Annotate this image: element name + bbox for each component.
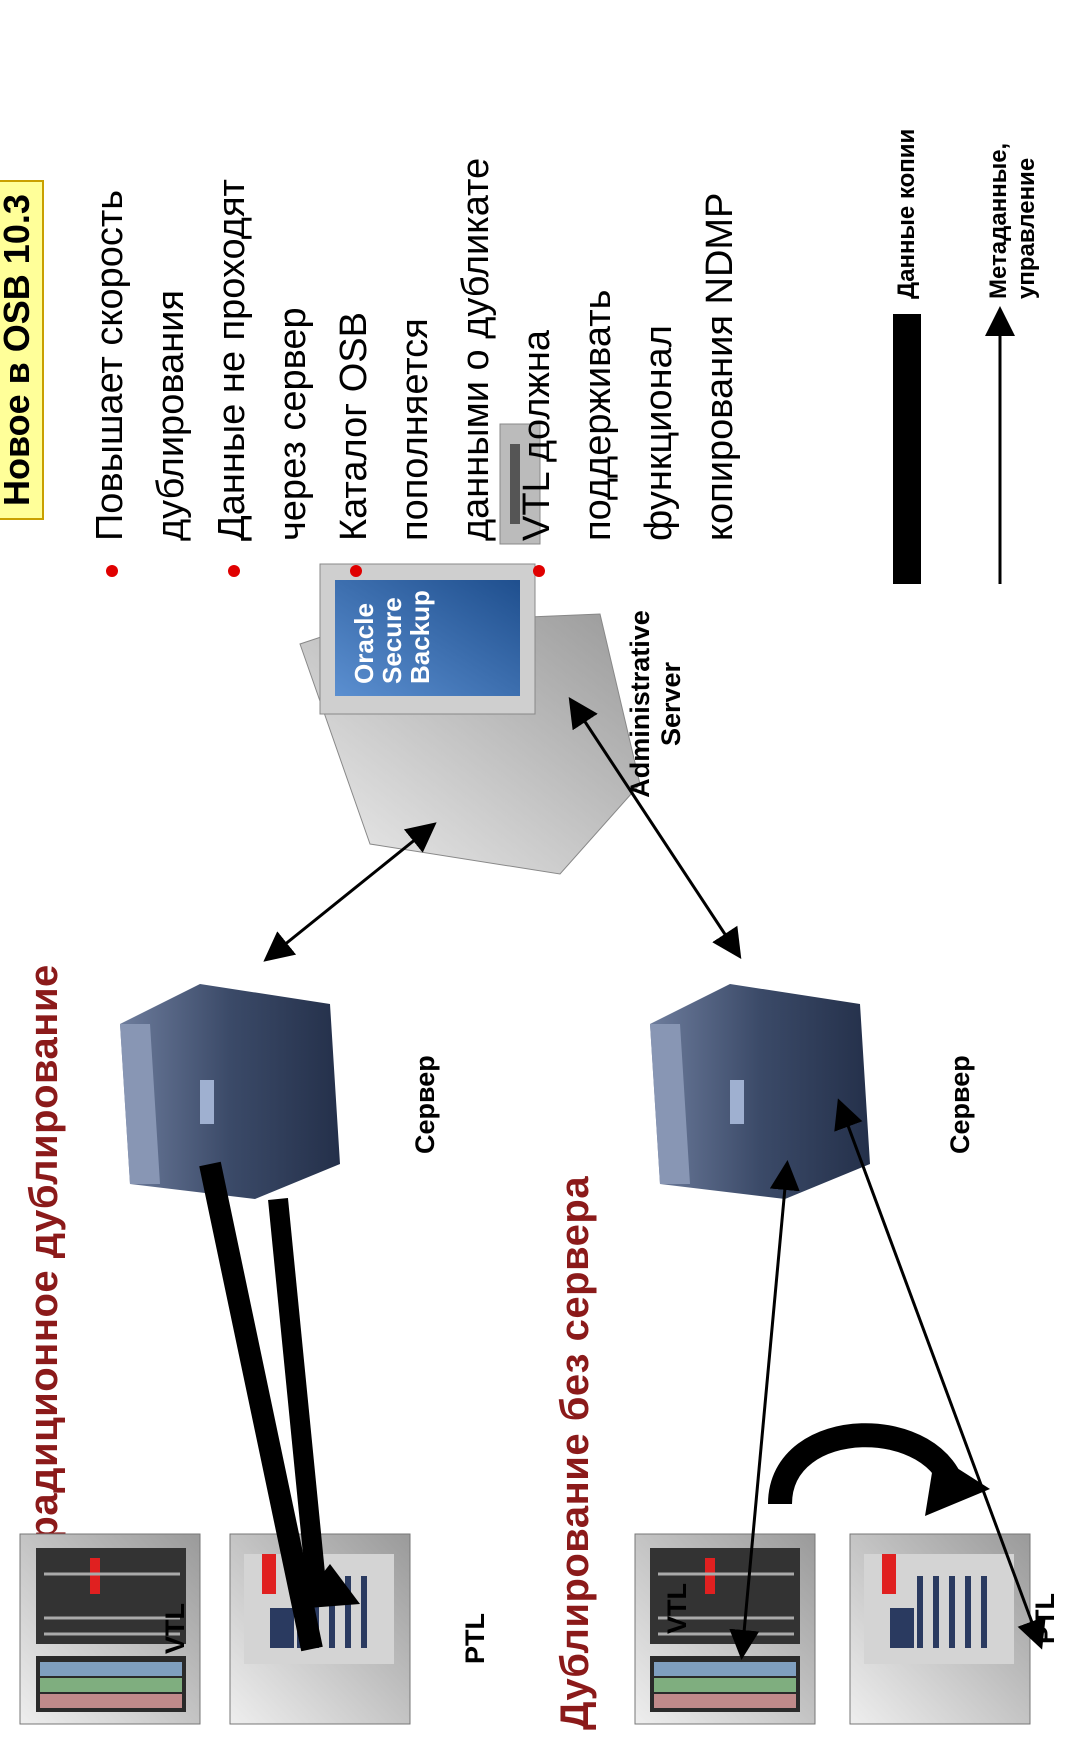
bullet-line: через сервер bbox=[272, 307, 314, 541]
ptl-label-bottom: PTL bbox=[1030, 1593, 1060, 1644]
admin-label-line-2: Server bbox=[656, 661, 686, 747]
legend-data-copy-label: Данные копии bbox=[893, 128, 920, 299]
legend-thick-line-icon bbox=[893, 314, 921, 584]
bullet-line: Повышает скорость bbox=[89, 189, 131, 541]
bullet-list: Повышает скорость дублирования Данные не… bbox=[80, 158, 751, 579]
bullet-line: данными о дубликате bbox=[455, 157, 497, 541]
data-copy-arrowhead bbox=[295, 1564, 360, 1609]
vtl-device-top bbox=[19, 1533, 201, 1725]
bullet-item: Повышает скорость дублирования bbox=[80, 158, 202, 579]
monitor-line-1: Oracle bbox=[349, 603, 379, 684]
bullet-item: Каталог OSB пополняется данными о дублик… bbox=[324, 158, 507, 579]
bullet-line: Данные не проходят bbox=[211, 179, 253, 541]
admin-server-device bbox=[299, 423, 641, 875]
admin-label-line-1: Administrative bbox=[625, 610, 655, 798]
monitor-line-2: Secure bbox=[377, 597, 407, 684]
legend-metadata-line-2: управление bbox=[1013, 157, 1040, 299]
legend-metadata-line-1: Метаданные, bbox=[985, 142, 1012, 299]
data-copy-line-vtl bbox=[199, 1161, 323, 1652]
ptl-device-bottom bbox=[849, 1533, 1031, 1725]
vtl-label-top: VTL bbox=[160, 1603, 190, 1654]
bullet-line: дублирования bbox=[150, 289, 192, 541]
data-copy-line-ptl bbox=[268, 1198, 327, 1595]
monitor-line-3: Backup bbox=[405, 590, 435, 684]
bullet-line: пополняется bbox=[394, 318, 436, 541]
bullet-item: Данные не проходят через сервер bbox=[202, 158, 324, 579]
admin-server-label: Administrative Server bbox=[625, 594, 687, 814]
bullet-line: VTL должна bbox=[516, 329, 558, 541]
server-label-bottom: Сервер bbox=[945, 1055, 975, 1154]
metadata-arrow-server-ptl bbox=[834, 1098, 1046, 1650]
ptl-label-top: PTL bbox=[460, 1613, 490, 1664]
server-label-top: Сервер bbox=[410, 1055, 440, 1154]
monitor-screen-text: Oracle Secure Backup bbox=[349, 584, 435, 684]
bullet-dot-icon bbox=[350, 565, 362, 577]
bullet-line: Каталог OSB bbox=[333, 312, 375, 541]
bullet-dot-icon bbox=[106, 565, 118, 577]
vtl-label-bottom: VTL bbox=[662, 1583, 692, 1634]
bullet-line: копирования NDMP bbox=[699, 192, 741, 541]
bullet-line: функционал bbox=[638, 325, 680, 541]
server-device-bottom bbox=[650, 984, 870, 1199]
bullet-line: поддерживать bbox=[577, 289, 619, 541]
bullet-item: VTL должна поддерживать функционал копир… bbox=[507, 158, 751, 579]
metadata-arrow-server-admin-top bbox=[263, 822, 437, 962]
server-device-top bbox=[120, 984, 340, 1199]
bullet-dot-icon bbox=[228, 565, 240, 577]
bullet-dot-icon bbox=[533, 565, 545, 577]
legend-metadata-label: Метаданные, управление bbox=[985, 143, 1041, 299]
metadata-arrow-server-vtl bbox=[729, 1160, 800, 1660]
metadata-arrow-server-admin-bottom bbox=[568, 696, 742, 960]
